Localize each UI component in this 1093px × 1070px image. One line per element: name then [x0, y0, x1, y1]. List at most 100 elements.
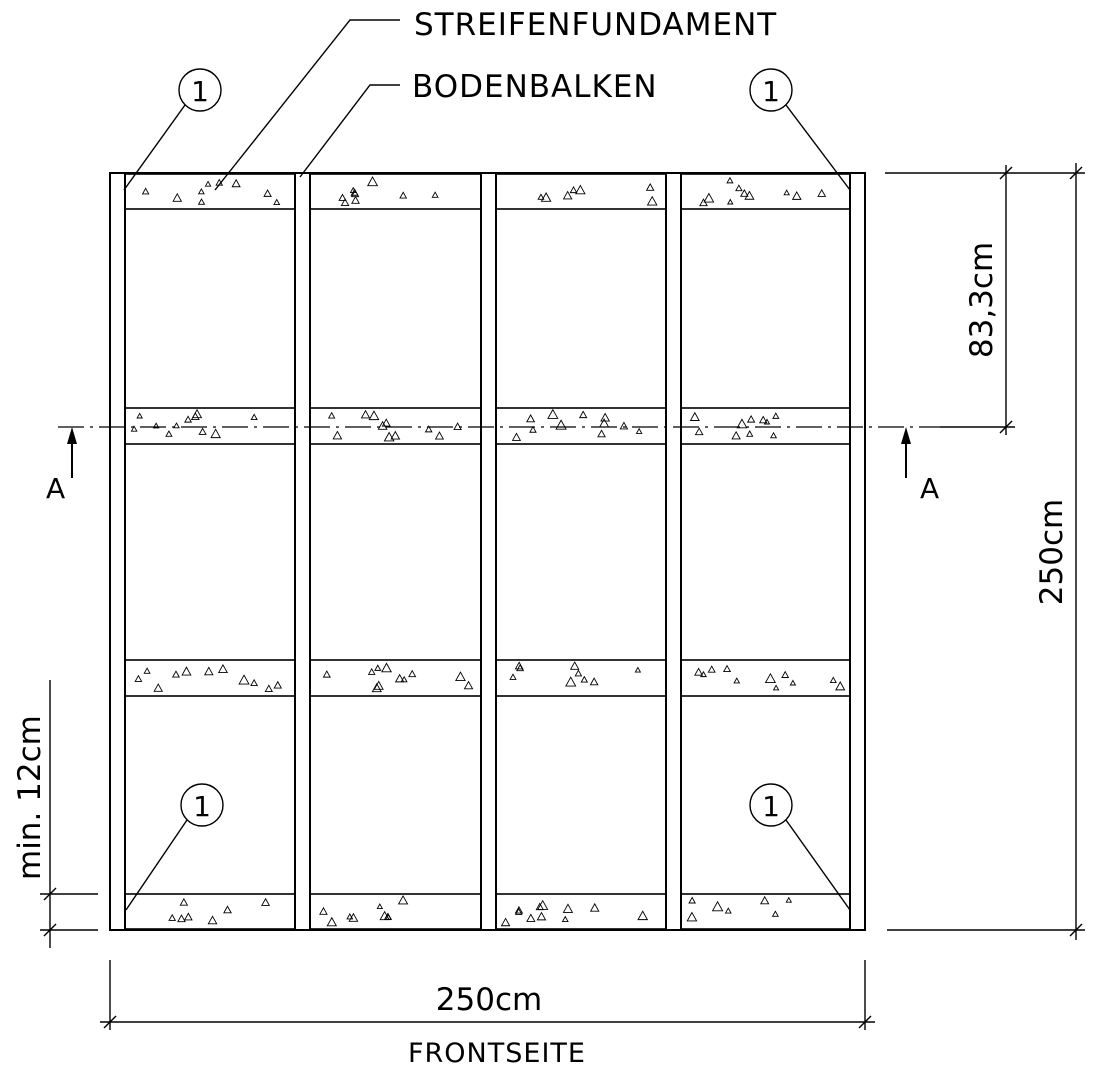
aggregate-mark	[261, 897, 271, 906]
aggregate-mark	[172, 192, 183, 202]
aggregate-mark	[381, 662, 392, 673]
aggregate-mark	[168, 913, 177, 921]
aggregate-mark	[726, 198, 734, 205]
aggregate-mark	[565, 676, 577, 687]
aggregate-mark	[569, 661, 580, 670]
label-foundation-group: STREIFENFUNDAMENT	[214, 7, 777, 191]
aggregate-mark	[217, 663, 229, 674]
aggregate-mark	[332, 430, 343, 440]
aggregate-mark	[514, 907, 523, 915]
aggregate-mark	[376, 903, 384, 909]
aggregate-mark	[578, 410, 588, 419]
aggregate-mark	[574, 669, 583, 677]
aggregate-mark	[338, 193, 347, 201]
aggregate-mark	[181, 666, 192, 676]
aggregate-mark	[763, 418, 771, 425]
aggregate-mark	[516, 663, 525, 672]
aggregate-mark	[500, 917, 511, 927]
aggregate-mark	[455, 671, 466, 681]
aggregate-mark	[383, 431, 395, 442]
aggregate-mark	[250, 413, 258, 421]
aggregate-mark	[360, 409, 371, 419]
aggregate-mark	[562, 190, 573, 200]
aggregate-mark	[264, 684, 274, 692]
aggregate-mark	[635, 427, 643, 434]
aggregate-mark	[735, 184, 743, 192]
aggregate-mark	[562, 903, 574, 913]
aggregate-mark	[791, 190, 802, 200]
dim-spacing: 83,3cm	[940, 165, 1015, 435]
aggregate-mark	[141, 187, 150, 195]
aggregate-mark	[399, 191, 408, 199]
aggregate-mark	[197, 198, 206, 205]
aggregate-mark	[184, 415, 193, 423]
aggregate-mark	[263, 189, 272, 197]
aggregate-mark	[136, 412, 144, 419]
aggregate-mark	[526, 414, 536, 423]
aggregate-mark	[789, 679, 797, 686]
aggregate-mark	[514, 905, 524, 914]
aggregate-mark	[700, 670, 707, 678]
dim-spacing-label: 83,3cm	[964, 242, 1000, 358]
aggregate-mark	[511, 432, 522, 441]
aggregate-mark	[772, 684, 780, 691]
aggregate-mark	[526, 913, 536, 922]
aggregate-mark	[529, 425, 537, 433]
aggregate-mark	[764, 672, 777, 684]
aggregate-mark	[143, 667, 151, 674]
callout-top-right: 1	[749, 68, 851, 191]
aggregate-mark	[373, 680, 384, 690]
aggregate-mark	[203, 666, 214, 676]
aggregate-mark	[319, 906, 328, 915]
aggregate-mark	[394, 673, 405, 683]
aggregate-mark	[130, 425, 138, 432]
aggregate-mark	[781, 670, 790, 678]
aggregate-mark	[739, 188, 749, 197]
beam-4	[665, 172, 682, 931]
aggregate-mark	[771, 910, 779, 917]
beam-2	[294, 172, 311, 931]
aggregate-mark	[619, 421, 629, 430]
aggregate-mark	[367, 667, 376, 675]
callout-number: 1	[762, 75, 780, 108]
aggregate-mark	[733, 677, 741, 684]
section-letter-left: A	[46, 472, 65, 505]
beam-1	[109, 172, 126, 931]
aggregate-mark	[772, 412, 780, 419]
aggregate-mark	[424, 425, 433, 433]
aggregate-mark	[731, 430, 741, 440]
aggregate-mark	[183, 912, 193, 921]
aggregate-mark	[434, 431, 445, 440]
callout-number: 1	[193, 790, 211, 823]
aggregate-mark	[580, 675, 589, 683]
aggregate-mark	[340, 198, 350, 207]
dim-width-label: 250cm	[436, 982, 542, 1018]
label-foundation: STREIFENFUNDAMENT	[414, 7, 777, 43]
aggregate-mark	[547, 408, 559, 419]
aggregate-mark	[736, 418, 748, 429]
aggregate-mark	[711, 900, 724, 912]
aggregate-mark	[694, 667, 704, 676]
aggregate-mark	[746, 414, 756, 423]
aggregate-mark	[374, 664, 382, 671]
aggregate-mark	[153, 683, 164, 692]
beam-3	[480, 172, 497, 931]
aggregate-mark	[724, 907, 732, 914]
aggregate-mark	[204, 180, 212, 187]
aggregate-mark	[346, 913, 354, 920]
aggregate-mark	[351, 195, 360, 204]
aggregate-mark	[540, 192, 552, 202]
concrete-hatch	[130, 176, 846, 927]
aggregate-mark	[634, 666, 642, 673]
label-beam-group: BODENBALKEN	[299, 69, 657, 178]
aggregate-mark	[726, 176, 734, 184]
aggregate-mark	[210, 428, 222, 439]
aggregate-mark	[366, 176, 379, 187]
aggregate-mark	[555, 419, 567, 430]
aggregate-mark	[688, 896, 696, 904]
aggregate-mark	[381, 418, 391, 427]
callout-top-left: 1	[123, 68, 222, 191]
aggregate-mark	[198, 427, 207, 435]
aggregate-mark	[637, 910, 649, 921]
aggregate-mark	[707, 665, 716, 673]
